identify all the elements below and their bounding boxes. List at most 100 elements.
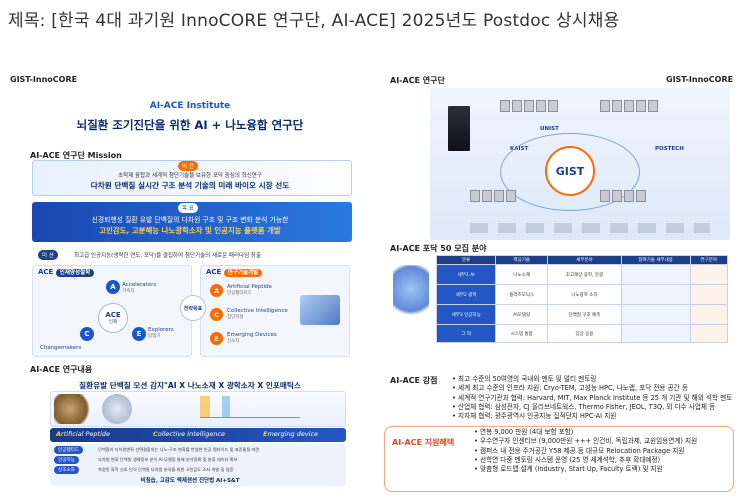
researcher-photo	[500, 100, 510, 112]
researcher-photo	[624, 100, 634, 112]
content-label: AI-ACE 연구내용	[30, 365, 93, 374]
collective-ko: 집단지성	[227, 315, 244, 320]
researcher-photo	[636, 190, 646, 202]
explorer-ko: 탐험가	[148, 334, 161, 339]
explorer-letter-icon: E	[132, 327, 146, 341]
benefit-item: • 우수연구자 인센티브 (9,000만원 +++ 인건비, 독립과제, 교원임…	[474, 437, 698, 446]
table-cell	[689, 264, 729, 285]
th-detail: 참여기술 세부내용	[620, 255, 691, 265]
ace-left-title: ACE 인재양성철학	[38, 268, 95, 277]
left-corner-label: GIST-InnoCORE	[10, 75, 78, 84]
explorer-en: Explorers	[148, 327, 174, 333]
strength-item: • 산업체 협력: 삼성전자, CJ 올리브네트웍스, Thermo Fishe…	[452, 402, 716, 411]
table-cell: 나노소재	[495, 264, 549, 285]
accelerator-ko: 가속자	[122, 289, 135, 294]
changemaker-en: Changemakers	[40, 345, 82, 351]
ace-center-circle: ACE 인재	[98, 303, 128, 333]
emerging-ko: 신소자	[227, 339, 240, 344]
ace-right-badge: 연구기술개발	[223, 269, 263, 277]
table-row: 세부3 인공지능 AI모델링 단백질 구조 예측	[435, 304, 729, 325]
org-label: AI-ACE 연구단	[390, 76, 445, 85]
ace-right-title: ACE 연구기술개발	[206, 268, 263, 277]
researcher-photo	[636, 100, 646, 112]
strength-item: • 지자체 협력: 광주광역시 인공지능 집적단지 HPC-AI 지원	[452, 412, 617, 421]
left-slide: AI-ACE Institute 뇌질환 조기진단을 위한 AI + 나노융합 …	[10, 90, 370, 495]
page-title: 제목: [한국 4대 과기원 InnoCORE 연구단, AI-ACE] 202…	[8, 11, 620, 31]
benefit-item: • 맞춤형 로드맵 설계 (Industry, Start Up, Facult…	[474, 465, 663, 474]
band-artificial: Artificial Peptide	[56, 430, 110, 438]
changemaker-label: Changemakers	[40, 345, 81, 351]
benefit-item: • 선학연 다중 멘토링 시스템 운영 (25 명 세계석학, 추후 확대예정)	[474, 455, 661, 464]
row-text-2: 측정된 화학 신호 인식 단백질 다차원 분석을 위한 고민감도 소자 개발 및…	[98, 467, 234, 472]
table-cell: 그 외	[435, 324, 497, 343]
artificial-ko: 인공펩타이드	[227, 291, 252, 296]
strength-list: • 최고 수준의 50여명의 국내외 멘토 및 멀티 멘토링 • 세계 최고 수…	[452, 375, 732, 421]
band-text-c: ollective Intelligence	[157, 430, 226, 438]
goal-line2: 고민감도, 고분해능 나노광학소자 및 인공지능 플랫폼 개발	[99, 226, 281, 235]
device-illustration	[300, 295, 340, 325]
band-prefix-a: A	[56, 430, 62, 438]
table-cell: 임상 응용	[547, 324, 622, 343]
institute-name: AI-ACE Institute	[149, 101, 231, 111]
ace-right-word: ACE	[206, 268, 222, 276]
emerging-label: Emerging Devices 신소자	[227, 332, 277, 344]
researcher-photo	[612, 190, 622, 202]
researcher-photo	[600, 100, 610, 112]
research-figure	[50, 391, 346, 427]
org-postech: POSTECH	[655, 146, 684, 152]
peptide-illustration	[54, 394, 94, 424]
emerging-en: Emerging Devices	[227, 332, 277, 338]
collective-label: Collective Intelligence 집단지성	[227, 308, 288, 320]
table-cell	[620, 304, 691, 325]
th-field: 연구분야	[689, 255, 729, 265]
collective-en: Collective Intelligence	[227, 308, 288, 314]
band-emerging: Emerging device	[263, 430, 318, 438]
mission-label: AI-ACE 연구단 Mission	[30, 151, 122, 160]
table-cell: 나노광학 소자	[547, 284, 622, 305]
table-cell	[689, 324, 729, 343]
researcher-photo	[612, 100, 622, 112]
row-tag-0: 인공펩티드	[54, 446, 84, 454]
table-cell: 플라즈모닉스	[495, 284, 549, 305]
row-text-1: 다차원 변화 단백질 생체정보 분석 AI 모델링 통해 분석정확 및 분류 데…	[98, 457, 238, 462]
table-row: 세부2 광학 플라즈모닉스 나노광학 소자	[435, 284, 729, 305]
benefit-item: • 연봉 9,000 만원 (4대 보험 포함)	[474, 428, 574, 436]
band-text-a: rtificial Peptide	[61, 430, 111, 438]
mission-tag: 미 션	[38, 250, 58, 260]
band-prefix-e: E	[263, 430, 268, 438]
accelerator-label: Accelerators 가속자	[122, 282, 156, 294]
ace-center-sub: 인재	[108, 320, 118, 325]
row-text-0: 단백질의 다차원변화 선택결합하는 나노-구조 변화를 반영한 인공 펩타이드 …	[98, 447, 260, 452]
accelerator-letter-icon: A	[106, 280, 120, 294]
th-sub: 세부분야	[547, 255, 622, 265]
goal-line1: 신경퇴행성 질환 유발 단백질의 다차원 구조 및 구조 변화 분석 가능한	[91, 216, 289, 224]
table-cell	[689, 284, 729, 305]
goal-tag: 목 표	[178, 203, 198, 213]
vision-tag: 비 전	[178, 161, 198, 171]
artificial-letter-icon: A	[210, 284, 223, 297]
artificial-label: Artificial Peptide 인공펩타이드	[227, 284, 272, 296]
research-rows	[50, 444, 346, 486]
vision-main: 다차원 단백질 실시간 구조 분석 기술의 미래 바이오 시장 선도	[90, 181, 290, 190]
table-cell: 세부1 AI	[435, 264, 497, 285]
table-cell: 시스템 통합	[495, 324, 549, 343]
researcher-photo	[548, 100, 558, 112]
researcher-photo	[524, 100, 534, 112]
band-text-e: merging device	[267, 430, 319, 438]
table-row: 그 외 시스템 통합 임상 응용	[435, 324, 729, 343]
researcher-photo	[648, 100, 658, 112]
table-cell: 초고해상 광학, 분광	[547, 264, 622, 285]
table-cell: 세부2 광학	[435, 284, 497, 305]
researcher-photo	[600, 190, 610, 202]
table-cell	[620, 264, 691, 285]
ai-server-illustration	[448, 106, 470, 151]
row-tag-1: 인공지능	[54, 456, 79, 464]
table-cell	[620, 324, 691, 343]
benefit-list: • 연봉 9,000 만원 (4대 보험 포함) • 우수연구자 인센티브 (9…	[474, 428, 697, 474]
postdoc-table: 분류 핵심기술 세부분야 참여기술 세부내용 연구분야 세부1 AI 나노소재 …	[435, 255, 729, 343]
artificial-en: Artificial Peptide	[227, 284, 272, 290]
table-cell: 단백질 구조 예측	[547, 304, 622, 325]
table-cell: 세부3 인공지능	[435, 304, 497, 325]
table-cell: AI모델링	[495, 304, 549, 325]
researcher-photo	[512, 100, 522, 112]
